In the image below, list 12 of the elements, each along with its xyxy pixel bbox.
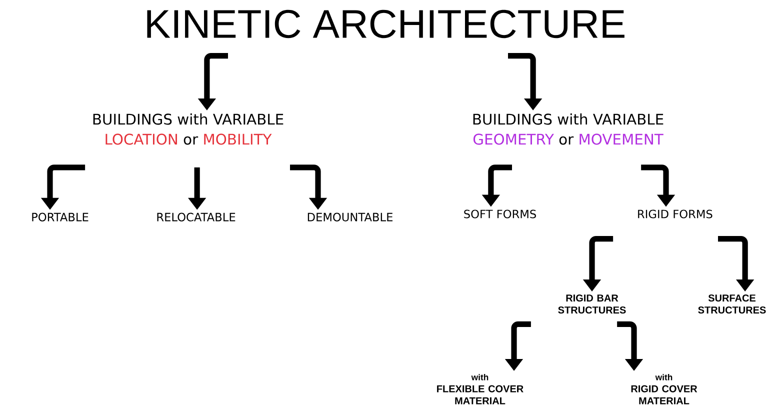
category-heading: BUILDINGS with VARIABLE LOCATION or MOBILITY (93, 113, 284, 145)
category-heading: BUILDINGS with VARIABLE GEOMETRY or MOVEMENT (473, 113, 664, 145)
title: KINETIC ARCHITECTURE (147, 10, 624, 38)
category-label: RIGID BAR STRUCTURES (558, 294, 626, 314)
category-label: RIGID FORMS (638, 210, 712, 218)
category-label: with RIGID COVER MATERIAL (631, 374, 698, 404)
category-label: SURFACE STRUCTURES (698, 294, 766, 314)
category-label: PORTABLE (32, 212, 88, 222)
category-label: RELOCATABLE (157, 212, 236, 222)
category-label: DEMOUNTABLE (308, 212, 392, 222)
category-label: with FLEXIBLE COVER MATERIAL (437, 374, 524, 404)
category-label: SOFT FORMS (464, 210, 536, 218)
